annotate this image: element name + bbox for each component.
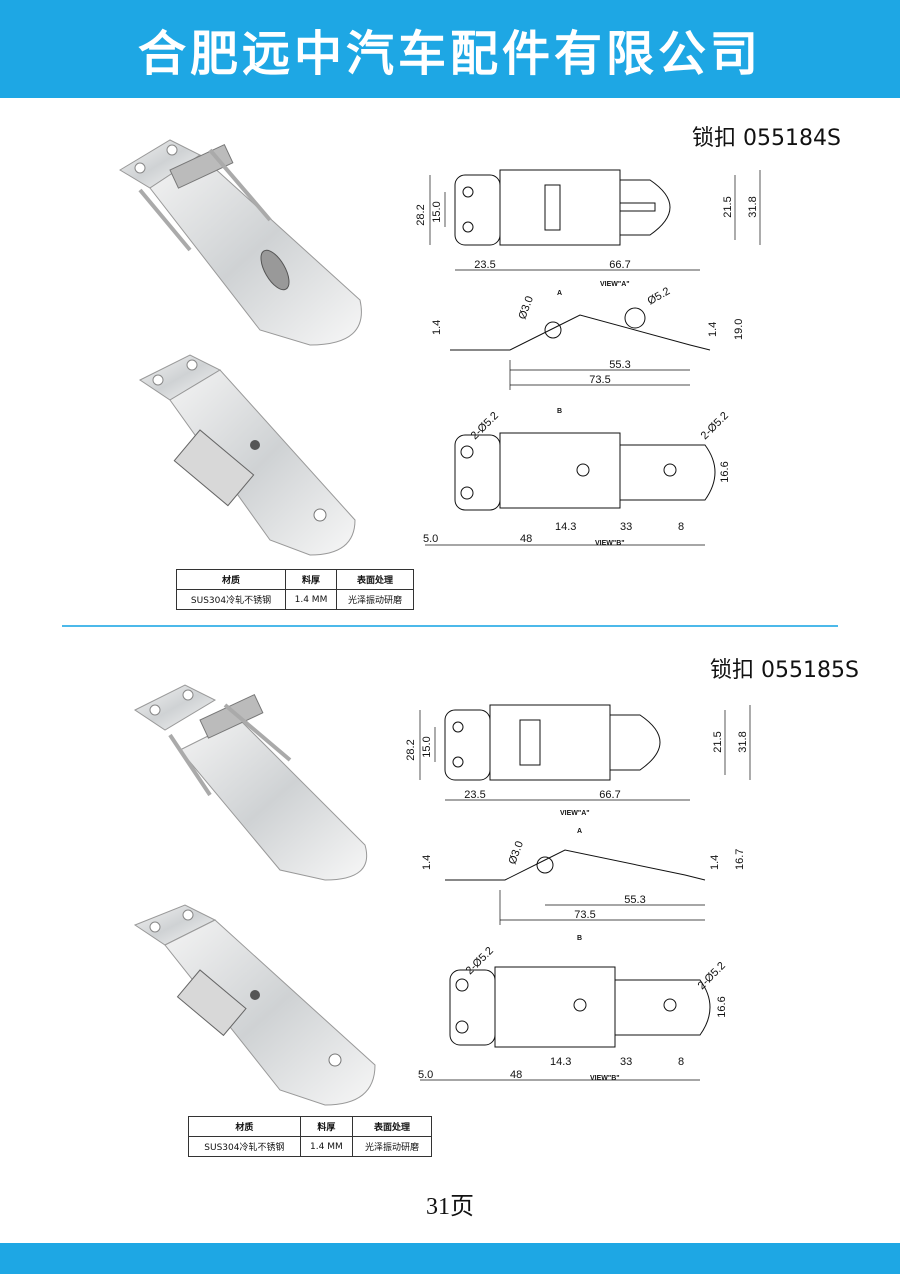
side-view-drawing: Ø3.0 Ø5.2 1.4 1.4 19.0 55.3 73.5 A B (431, 285, 745, 415)
latch-photo-open (139, 354, 356, 556)
dim-text: 23.5 (474, 259, 495, 271)
header-thickness: 料厚 (299, 1116, 354, 1137)
dim-text: 21.5 (712, 731, 724, 752)
dim-text: 1.4 (431, 320, 443, 335)
section-divider (62, 625, 838, 627)
dim-text: 73.5 (589, 374, 610, 386)
dim-text: 28.2 (405, 739, 417, 760)
dim-text: 1.4 (709, 855, 721, 870)
top-view-drawing: 28.2 15.0 23.5 66.7 21.5 31.8 VIEW"A" (405, 704, 751, 817)
dim-text: 2-Ø5.2 (696, 960, 728, 992)
company-name: 合肥远中汽车配件有限公司 (137, 26, 762, 82)
bottom-view-drawing: 2-Ø5.2 2-Ø5.2 16.6 5.0 48 14.3 33 8 VIEW… (418, 945, 728, 1082)
dim-text: 14.3 (550, 1056, 571, 1068)
latch-photo-closed (119, 139, 362, 346)
bottom-view-drawing: 2-Ø5.2 2-Ø5.2 16.6 5.0 48 14.3 33 8 VIEW… (423, 410, 731, 547)
cell-thickness: 1.4 MM (299, 1136, 354, 1157)
dim-text: 28.2 (415, 204, 427, 225)
dim-text: 33 (620, 1056, 632, 1068)
marker-b: B (557, 408, 562, 415)
dim-text: 31.8 (737, 731, 749, 752)
cell-material: SUS304冷轧不锈钢 (188, 1136, 301, 1157)
cell-surface: 光泽振动研磨 (335, 589, 415, 610)
dim-text: 19.0 (733, 319, 745, 340)
dim-text: 33 (620, 521, 632, 533)
dim-text: 31.8 (747, 196, 759, 217)
footer-banner (0, 1243, 900, 1274)
dim-text: 1.4 (421, 855, 433, 870)
product-title: 锁扣 055185S (710, 658, 859, 683)
dim-text: 14.3 (555, 521, 576, 533)
dim-text: 15.0 (431, 201, 443, 222)
dim-text: 55.3 (624, 894, 645, 906)
dim-text: 1.4 (707, 322, 719, 337)
spec-table: 材质 料厚 表面处理 SUS304冷轧不锈钢 1.4 MM 光泽振动研磨 (188, 1116, 432, 1157)
dim-text: 66.7 (599, 789, 620, 801)
product-title: 锁扣 055184S (692, 126, 841, 151)
cell-surface: 光泽振动研磨 (352, 1136, 432, 1157)
marker-a: A (577, 828, 582, 835)
dim-text: 21.5 (722, 196, 734, 217)
dim-text: 48 (520, 533, 532, 545)
side-view-drawing: Ø3.0 1.4 1.4 16.7 55.3 73.5 A B (421, 828, 746, 942)
header-banner: 合肥远中汽车配件有限公司 (0, 0, 900, 98)
header-material: 材质 (176, 569, 286, 590)
dim-text: 16.7 (734, 849, 746, 870)
dim-text: 8 (678, 521, 684, 533)
dim-text: 66.7 (609, 259, 630, 271)
dim-text: Ø5.2 (646, 285, 673, 307)
dim-text: 15.0 (421, 736, 433, 757)
page-number: 31页 (426, 1194, 474, 1220)
header-material: 材质 (188, 1116, 301, 1137)
top-view-drawing: 28.2 15.0 23.5 66.7 21.5 31.8 VIEW"A" (415, 169, 761, 288)
cell-thickness: 1.4 MM (285, 589, 337, 610)
latch-photo-closed (134, 684, 367, 881)
header-surface: 表面处理 (352, 1116, 432, 1137)
view-label: VIEW"A" (600, 281, 630, 288)
view-label: VIEW"A" (560, 810, 590, 817)
latch-photo-open (133, 904, 376, 1106)
dim-text: Ø3.0 (517, 295, 536, 322)
dim-text: 2-Ø5.2 (699, 410, 731, 442)
spec-table: 材质 料厚 表面处理 SUS304冷轧不锈钢 1.4 MM 光泽振动研磨 (176, 569, 415, 610)
dim-text: 5.0 (418, 1069, 433, 1081)
dim-text: 16.6 (719, 461, 731, 482)
marker-a: A (557, 290, 562, 297)
dim-text: Ø3.0 (507, 840, 526, 867)
cell-material: SUS304冷轧不锈钢 (176, 589, 286, 610)
view-label: VIEW"B" (595, 540, 625, 547)
dim-text: 16.6 (716, 996, 728, 1017)
dim-text: 55.3 (609, 359, 630, 371)
header-surface: 表面处理 (335, 569, 415, 590)
marker-b: B (577, 935, 582, 942)
dim-text: 23.5 (464, 789, 485, 801)
view-label: VIEW"B" (590, 1075, 620, 1082)
dim-text: 5.0 (423, 533, 438, 545)
dim-text: 8 (678, 1056, 684, 1068)
dim-text: 48 (510, 1069, 522, 1081)
header-thickness: 料厚 (285, 569, 337, 590)
dim-text: 73.5 (574, 909, 595, 921)
